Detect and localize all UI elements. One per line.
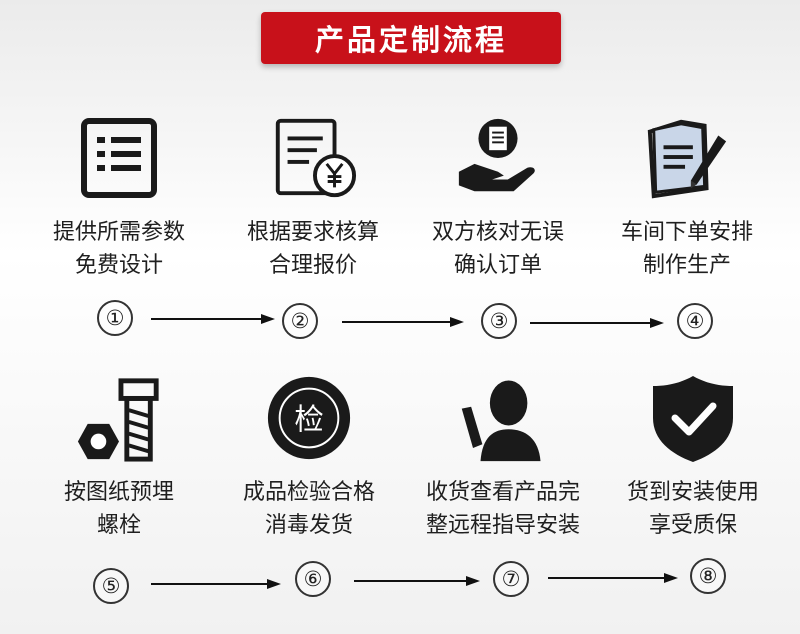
step-8-number: 8⑧ [690,558,726,594]
step-1-number: 1① [97,300,133,336]
title-banner: 产品定制流程 [261,12,561,64]
flow-arrow-7-8 [548,573,678,583]
step-4-label: 车间下单安排 制作生产 [620,220,753,278]
bolt-nut-icon [74,370,164,466]
step-8-label: 货到安装使用 享受质保 [626,480,759,538]
step-3: 双方核对无误 确认订单 [403,110,593,282]
document-pen-icon [642,110,732,206]
step-8: 货到安装使用 享受质保 [598,370,788,542]
flow-arrow-6-7 [354,576,480,586]
user-remote-icon [458,370,548,466]
flow-arrow-3-4 [530,318,664,328]
page-title: 产品定制流程 [314,23,507,57]
step-2-number: 2② [282,303,318,339]
invoice-yuan-icon [268,110,358,206]
inspection-badge-icon: 检 [264,370,354,466]
step-2-label: 根据要求核算 合理报价 [246,220,379,278]
inspection-badge-text: 检 [294,403,323,437]
step-4: 车间下单安排 制作生产 [592,110,782,282]
step-6-number: 6⑥ [295,561,331,597]
step-3-number: 3③ [481,303,517,339]
step-1: 提供所需参数 免费设计 [24,110,214,282]
step-7-number: 7⑦ [493,561,529,597]
flow-arrow-1-2 [151,314,275,324]
step-2: 根据要求核算 合理报价 [218,110,408,282]
hand-document-icon [453,110,543,206]
step-5-label: 按图纸预埋 螺栓 [63,480,174,538]
step-5-number: 5⑤ [93,568,129,604]
step-4-number: 4④ [677,303,713,339]
shield-check-icon [648,370,738,466]
step-7: 收货查看产品完 整远程指导安装 [408,370,598,542]
flow-arrow-5-6 [151,579,281,589]
step-6-label: 成品检验合格 消毒发货 [242,480,375,538]
flow-arrow-2-3 [342,317,464,327]
step-6: 检 成品检验合格 消毒发货 [214,370,404,542]
list-document-icon [74,110,164,206]
step-5: 按图纸预埋 螺栓 [24,370,214,542]
step-1-label: 提供所需参数 免费设计 [52,220,185,278]
step-7-label: 收货查看产品完 整远程指导安装 [425,480,580,538]
step-3-label: 双方核对无误 确认订单 [431,220,564,278]
